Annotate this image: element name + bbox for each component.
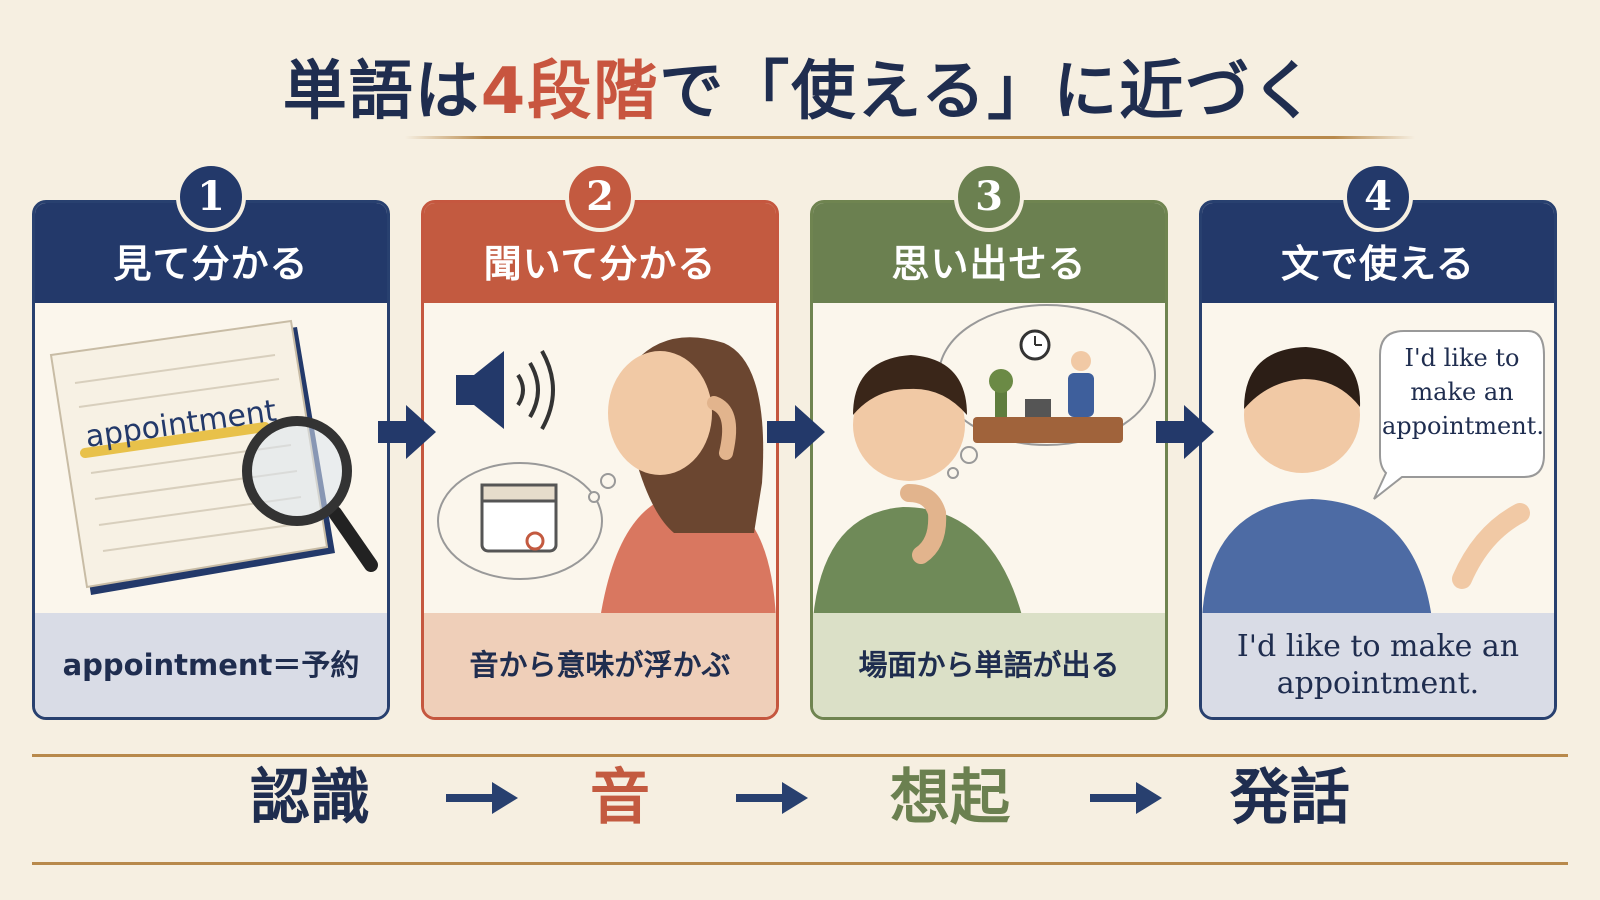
- summary-divider-top: [32, 754, 1568, 757]
- boy-figure: [813, 355, 1023, 619]
- man-figure: [1202, 347, 1530, 619]
- step-card-2: 聞いて分かる 音から意味が浮かぶ: [421, 200, 779, 720]
- summary-speech: 発話: [1230, 763, 1350, 833]
- step-badge-2: 2: [565, 162, 635, 232]
- title-post: で「使える」に近づく: [659, 55, 1318, 129]
- step-badge-3: 3: [954, 162, 1024, 232]
- woman-figure: [600, 337, 776, 619]
- step-heading-4: 文で使える: [1202, 203, 1554, 303]
- summary-divider-bottom: [32, 862, 1568, 865]
- step-caption-4: I'd like to make an appointment.: [1202, 613, 1554, 717]
- listening-illustration: [437, 337, 776, 619]
- step-caption-1: appointment＝予約: [35, 613, 387, 717]
- magnifier-icon: [242, 416, 378, 572]
- book-illustration: appointment: [49, 319, 378, 595]
- book-icon: appointment: [49, 319, 335, 595]
- reception-scene: [973, 351, 1123, 443]
- clock-icon: [1019, 329, 1051, 361]
- summary-sound: 音: [590, 763, 650, 833]
- summary-recall: 想起: [890, 763, 1010, 833]
- title-divider: [405, 136, 1415, 139]
- calendar-icon: [480, 483, 558, 553]
- step-badge-1: 1: [176, 162, 246, 232]
- page-title: 単語は4段階で「使える」に近づく: [0, 40, 1600, 132]
- summary-arrow-icon: [1090, 782, 1162, 814]
- thought-bubble-icon: [938, 304, 1156, 479]
- speech-bubble-icon: [1373, 330, 1545, 500]
- step-card-4: 文で使える I'd like to make an appointment. I…: [1199, 200, 1557, 720]
- speaking-illustration: [1202, 330, 1545, 619]
- recall-illustration: [813, 304, 1156, 619]
- speaker-icon: [456, 350, 555, 430]
- arrow-right-icon: [1156, 405, 1214, 459]
- step-card-1: 見て分かる appointment appointment＝予約: [32, 200, 390, 720]
- summary-recognition: 認識: [250, 763, 370, 833]
- step-caption-2: 音から意味が浮かぶ: [424, 613, 776, 717]
- step-caption-3: 場面から単語が出る: [813, 613, 1165, 717]
- speech-bubble-text: I'd like to make an appointment.: [1382, 344, 1544, 440]
- arrow-right-icon: [378, 405, 436, 459]
- summary-arrow-icon: [736, 782, 808, 814]
- summary-arrow-icon: [446, 782, 518, 814]
- title-pre: 単語は: [282, 55, 481, 129]
- title-highlight: 4段階: [480, 55, 660, 129]
- arrow-right-icon: [767, 405, 825, 459]
- step-heading-2: 聞いて分かる: [424, 203, 776, 303]
- step-card-3: 思い出せる 場面から単語が出る: [810, 200, 1168, 720]
- step-badge-4: 4: [1343, 162, 1413, 232]
